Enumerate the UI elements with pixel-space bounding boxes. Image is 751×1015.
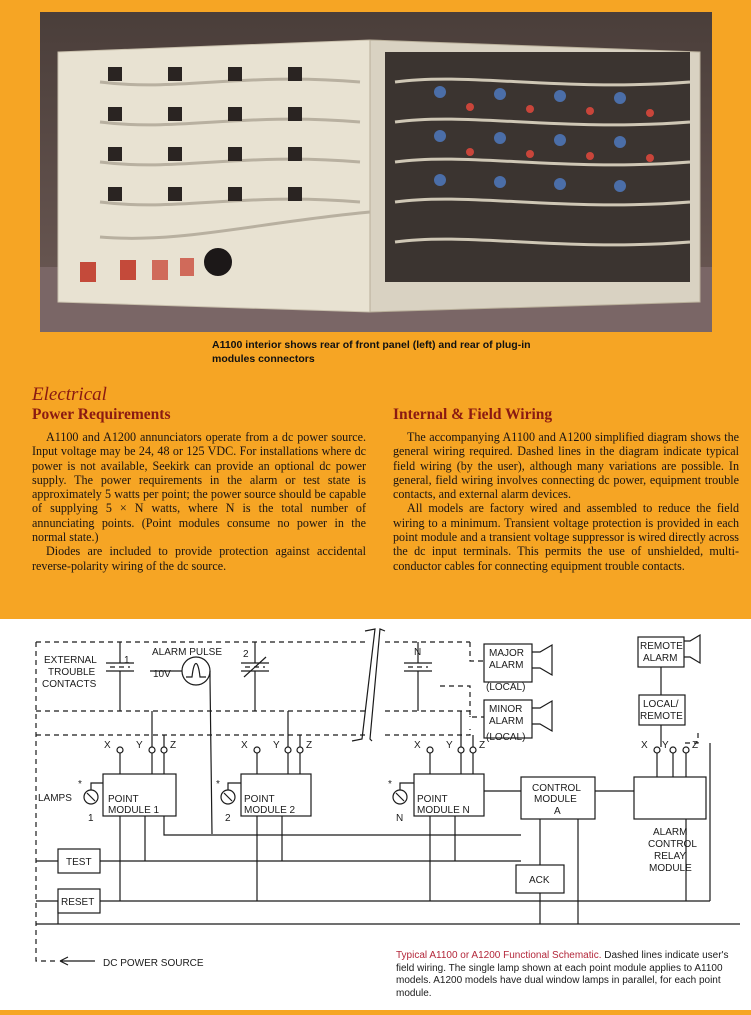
module-n-line2: MODULE N [417,805,470,816]
control-module-line2: MODULE [534,794,577,805]
lamps-label: LAMPS [38,793,72,804]
x-label-n: X [414,740,421,751]
minor-alarm-line3: (LOCAL) [486,732,525,743]
module-2-line1: POINT [244,794,275,805]
z-label-2: Z [306,740,312,751]
asterisk-1: * [78,779,82,790]
dc-power-source-label: DC POWER SOURCE [103,958,204,969]
paragraph: A1100 and A1200 annunciators operate fro… [32,430,366,545]
relay-module-line3: RELAY [654,851,686,862]
test-button-box [57,848,101,874]
major-alarm-line3: (LOCAL) [486,682,525,693]
lamp-1-label: 1 [88,813,94,824]
control-module-line3: A [554,806,561,817]
reset-button-box [57,888,101,914]
pulse-voltage-label: 10V [153,669,171,680]
asterisk-2: * [216,779,220,790]
local-remote-line1: LOCAL/ [643,699,679,710]
schematic-caption-body: Dashed lines indicate user's field wirin… [396,950,729,999]
point-module-2-box [240,773,312,817]
ext-trouble-line1: EXTERNAL [44,655,97,666]
x-label-2: X [241,740,248,751]
photo-caption: A1100 interior shows rear of front panel… [212,339,531,365]
relay-module-box [633,776,707,820]
ack-button-box [515,864,565,894]
control-module-line1: CONTROL [532,783,581,794]
lamp-n-label: N [396,813,403,824]
asterisk-n: * [388,779,392,790]
z-label-relay: Z [692,740,698,751]
y-label-n: Y [446,740,453,751]
field-wiring-dashed [35,641,699,962]
lamp-2-label: 2 [225,813,231,824]
module-n-line1: POINT [417,794,448,805]
major-alarm-line1: MAJOR [489,648,524,659]
local-remote-line2: REMOTE [640,711,683,722]
relay-module-line2: CONTROL [648,839,697,850]
module-2-line2: MODULE 2 [244,805,296,816]
x-label-1: X [104,740,111,751]
contact-label-n: N [414,647,421,658]
alarm-pulse-label: ALARM PULSE [152,647,222,658]
module-1-line1: POINT [108,794,139,805]
schematic-caption-lead: Typical A1100 or A1200 Functional Schema… [396,950,602,961]
relay-module-line4: MODULE [649,863,692,874]
contact-label-2: 2 [243,649,249,660]
control-module-box [520,776,596,820]
minor-alarm-line2: ALARM [489,716,523,727]
ext-trouble-line3: CONTACTS [42,679,97,690]
major-alarm-line2: ALARM [489,660,523,671]
relay-module-line1: ALARM [653,827,687,838]
power-requirements-heading: Power Requirements [32,406,171,423]
point-module-1-box [102,773,177,817]
y-label-2: Y [273,740,280,751]
ack-label[interactable]: ACK [529,875,550,886]
functional-schematic: EXTERNAL TROUBLE CONTACTS ALARM PULSE 10… [0,619,751,1010]
remote-alarm-line2: ALARM [643,653,677,664]
point-module-n-box [413,773,485,817]
remote-alarm-line1: REMOTE [640,641,683,652]
power-requirements-text: A1100 and A1200 annunciators operate fro… [32,430,366,573]
y-label-relay: Y [662,740,669,751]
reset-label[interactable]: RESET [61,897,94,908]
internal-field-wiring-text: The accompanying A1100 and A1200 simplif… [393,430,739,573]
x-label-relay: X [641,740,648,751]
module-1-line2: MODULE 1 [108,805,160,816]
contact-label-1: 1 [124,655,130,666]
z-label-n: Z [479,740,485,751]
photo-illustration [40,12,712,332]
schematic-caption: Typical A1100 or A1200 Functional Schema… [396,950,742,1000]
minor-alarm-line1: MINOR [489,704,522,715]
y-label-1: Y [136,740,143,751]
annunciator-interior-photo [40,12,712,332]
schematic-diagram: EXTERNAL TROUBLE CONTACTS ALARM PULSE 10… [35,628,740,969]
ext-trouble-line2: TROUBLE [48,667,96,678]
paragraph: All models are factory wired and assembl… [393,501,739,573]
section-title: Electrical [32,384,107,405]
internal-field-wiring-heading: Internal & Field Wiring [393,406,553,423]
paragraph: The accompanying A1100 and A1200 simplif… [393,430,739,502]
test-label[interactable]: TEST [66,857,92,868]
z-label-1: Z [170,740,176,751]
paragraph: Diodes are included to provide protectio… [32,544,366,573]
